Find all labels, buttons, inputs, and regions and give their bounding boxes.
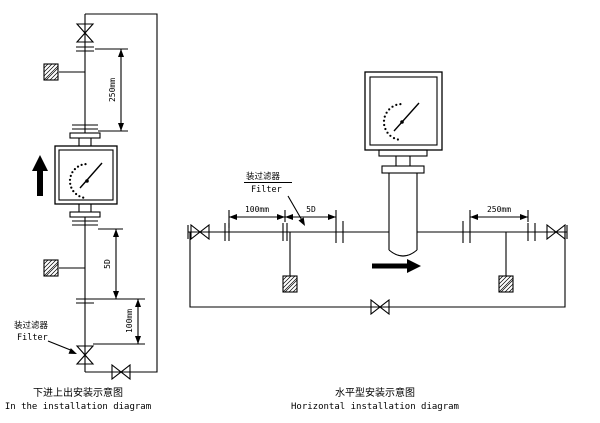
- support-bracket-icon: [498, 275, 514, 293]
- dimension-5d: [93, 228, 145, 300]
- meter-bottom-plate: [69, 211, 101, 218]
- meter-top-plate: [69, 132, 101, 139]
- pipe-end-ticks: [187, 225, 568, 239]
- meter-body: [388, 173, 418, 257]
- support-bracket-icon: [282, 275, 298, 293]
- filter-leader-line: [47, 340, 74, 352]
- dial-gauge: [68, 162, 103, 199]
- bypass-pipe: [189, 232, 566, 308]
- flanges: [72, 46, 98, 304]
- support-bracket-icon: [43, 63, 59, 81]
- meter-display-inner: [58, 149, 114, 201]
- dim-label-100mm-left: 100mm: [125, 309, 134, 333]
- meter-display-box: [364, 71, 443, 151]
- flow-meter: [364, 71, 443, 257]
- dim-label-5d-left: 5D: [103, 259, 112, 269]
- meter-display-inner: [369, 76, 438, 146]
- meter-flange: [381, 165, 425, 174]
- filter-label-en-right: Filter: [251, 185, 282, 195]
- dim-label-250mm-right: 250mm: [487, 205, 511, 214]
- left-caption-cn: 下进上出安装示意图: [33, 386, 123, 399]
- meter-display-box: [54, 145, 118, 205]
- flow-direction-right-arrow-icon: [372, 259, 421, 273]
- dimension-250mm: [95, 48, 128, 132]
- dimension-lines: [228, 210, 529, 228]
- flow-direction-up-arrow-icon: [32, 155, 48, 196]
- meter-neck-plate: [378, 149, 428, 157]
- dim-label-5d-right: 5D: [306, 205, 316, 214]
- dial-gauge: [382, 102, 420, 141]
- dim-label-250mm-left: 250mm: [108, 78, 117, 102]
- dial-scale-dots: [382, 103, 402, 141]
- filter-label-cn-right: 装过滤器: [246, 171, 281, 182]
- right-caption-cn: 水平型安装示意图: [335, 386, 415, 399]
- dial-needle: [79, 162, 103, 189]
- dial-scale-dots: [68, 163, 87, 199]
- diagram-text: 250mm 5D 100mm 装过滤器 Filter 100mm 5D 250m…: [5, 78, 511, 412]
- dim-label-100mm-right: 100mm: [245, 205, 269, 214]
- support-bracket-icon: [43, 259, 59, 277]
- left-installation-diagram: [43, 13, 158, 380]
- left-caption-en: In the installation diagram: [5, 402, 151, 412]
- dial-needle: [393, 102, 420, 132]
- filter-label-en-left: Filter: [17, 333, 48, 343]
- filter-label-cn-left: 装过滤器: [14, 320, 49, 331]
- filter-leader-line: [287, 195, 304, 223]
- dial-pivot: [85, 179, 89, 183]
- right-installation-diagram: [187, 71, 568, 315]
- arrowheads: [32, 49, 528, 354]
- dial-pivot: [400, 120, 404, 124]
- right-caption-en: Horizontal installation diagram: [291, 402, 459, 412]
- flow-meter: [54, 132, 118, 218]
